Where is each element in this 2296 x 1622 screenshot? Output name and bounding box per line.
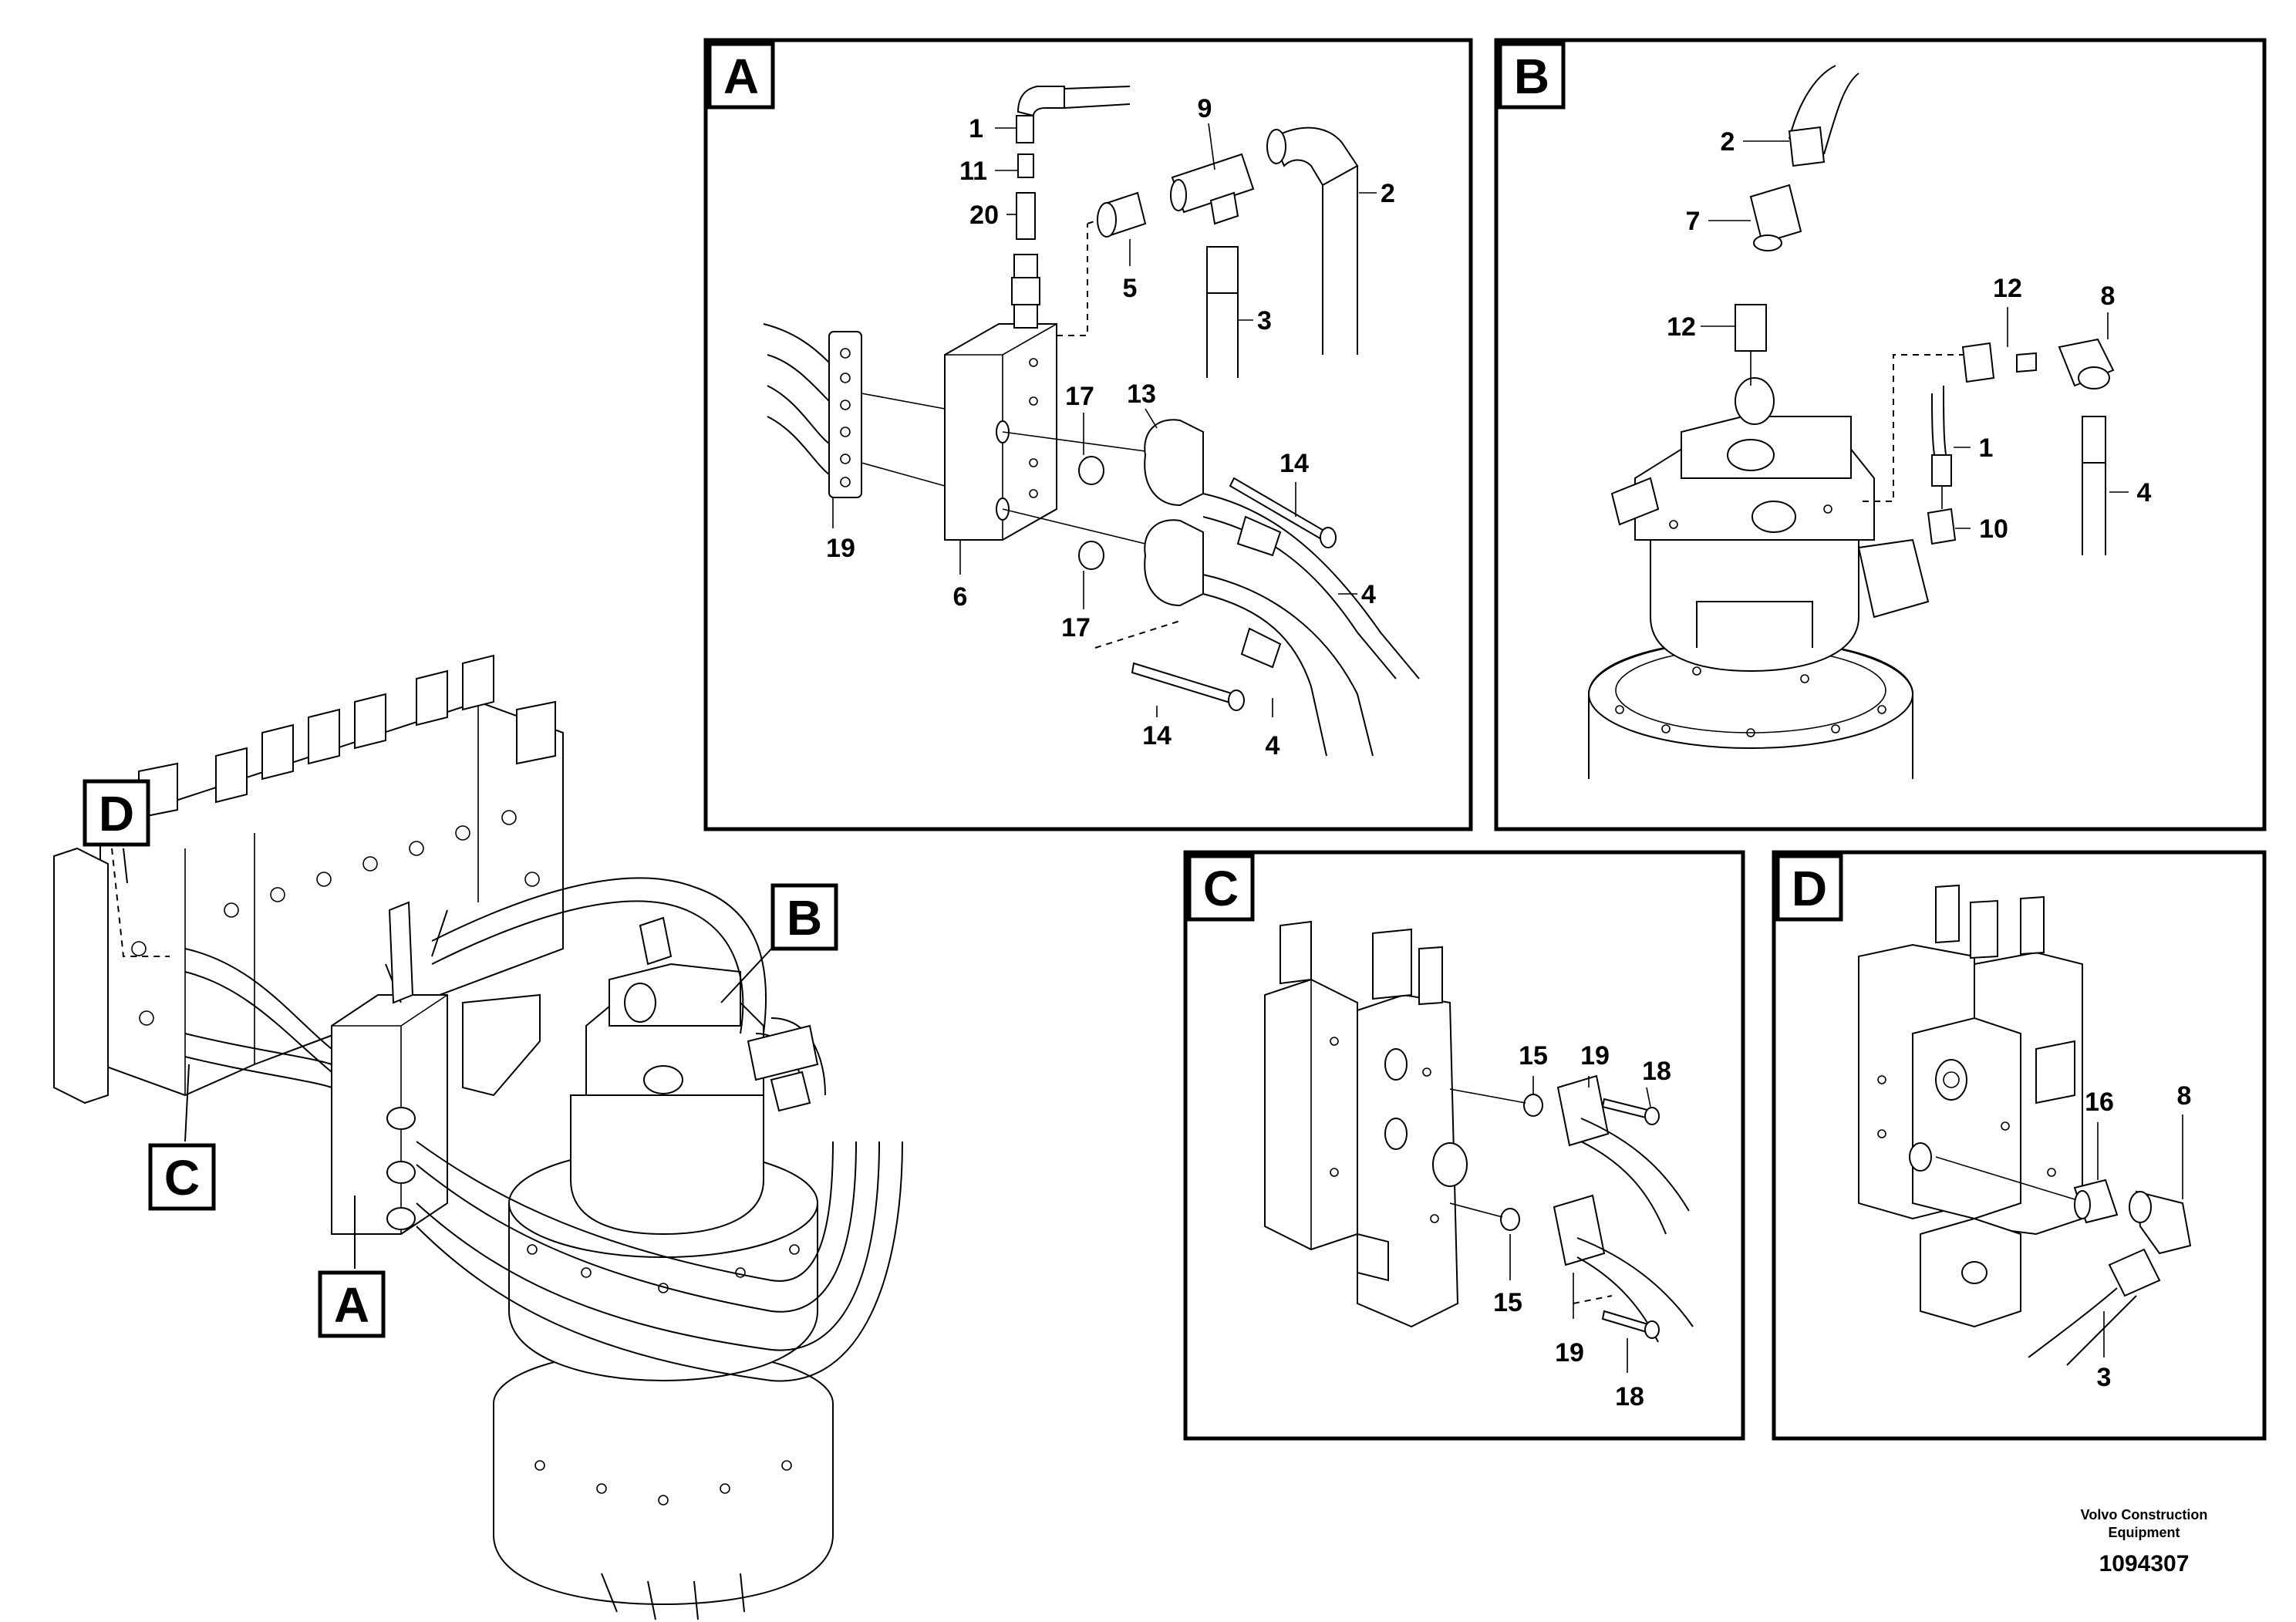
callout-a-17-top: 17	[1065, 382, 1094, 411]
callout-a-1: 1	[969, 114, 983, 143]
overview-tag-b	[770, 883, 838, 951]
callout-a-14-bottom: 14	[1142, 721, 1172, 750]
callout-a-9: 9	[1198, 94, 1212, 123]
panel-d-tag-label: D	[1792, 861, 1827, 916]
overview-tag-d-label: D	[99, 786, 134, 841]
panel-c-tag-label: C	[1203, 861, 1239, 916]
callout-b-10: 10	[1979, 514, 2008, 544]
overview-tag-a-label: A	[334, 1277, 369, 1333]
overview-tag-d	[83, 779, 150, 847]
callout-b-8: 8	[2101, 282, 2116, 311]
callout-b-12-right: 12	[1993, 274, 2022, 303]
callout-a-20: 20	[969, 201, 999, 230]
panel-b-tag	[1498, 42, 1566, 110]
callout-a-4-top: 4	[1361, 580, 1376, 609]
callout-a-14-top: 14	[1279, 449, 1309, 478]
panel-c: C 15 19	[1183, 850, 1745, 1441]
footer-brand-line1: Volvo Construction	[2081, 1507, 2208, 1523]
panel-a-tag	[707, 42, 775, 110]
panel-d: D 16 8 3	[1772, 850, 2267, 1441]
panel-b-tag-label: B	[1514, 49, 1549, 104]
panel-a-tag-label: A	[723, 49, 759, 104]
callout-a-13: 13	[1127, 379, 1156, 409]
footer-brand-line2: Equipment	[2109, 1525, 2180, 1540]
overview-assembly	[53, 654, 903, 1620]
callout-a-17-bottom: 17	[1061, 613, 1091, 642]
callout-b-12-left: 12	[1667, 312, 1696, 342]
callout-c-19-top: 19	[1580, 1041, 1610, 1071]
callout-a-6: 6	[953, 582, 968, 612]
callout-a-5: 5	[1123, 274, 1138, 303]
callout-d-16: 16	[2085, 1088, 2114, 1117]
callout-b-4: 4	[2137, 478, 2152, 508]
callout-b-2: 2	[1721, 127, 1735, 157]
doc-id: 1094307	[2099, 1551, 2190, 1576]
panel-b: B	[1494, 38, 2267, 831]
callout-b-1: 1	[1979, 433, 1994, 463]
callout-c-15-bottom: 15	[1493, 1288, 1522, 1317]
callout-a-4-bottom: 4	[1266, 731, 1280, 760]
overview-tag-c-label: C	[164, 1150, 200, 1206]
overview-tag-a	[318, 1270, 386, 1338]
callout-a-19: 19	[826, 534, 855, 563]
callout-d-8: 8	[2177, 1081, 2192, 1111]
callout-c-15-top: 15	[1519, 1041, 1548, 1071]
callout-d-3: 3	[2097, 1363, 2112, 1392]
callout-a-3: 3	[1257, 306, 1272, 336]
overview-tag-c	[148, 1143, 216, 1211]
callout-c-19-bottom: 19	[1555, 1338, 1584, 1367]
panel-c-tag	[1187, 854, 1255, 922]
callout-c-18-bottom: 18	[1615, 1382, 1644, 1411]
callout-a-11: 11	[959, 157, 987, 186]
panel-a: A	[703, 38, 1473, 831]
overview-tag-b-label: B	[787, 890, 822, 946]
callout-b-7: 7	[1686, 207, 1701, 236]
panel-d-tag	[1775, 854, 1843, 922]
callout-a-2: 2	[1381, 179, 1395, 208]
callout-c-18-top: 18	[1642, 1057, 1671, 1086]
